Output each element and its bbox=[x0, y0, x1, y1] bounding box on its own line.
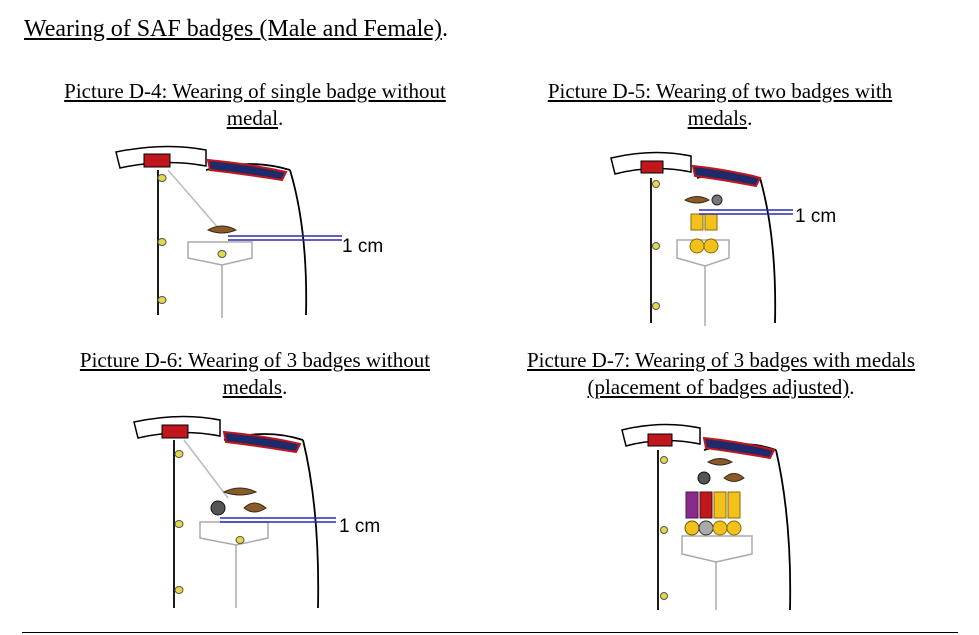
medal bbox=[712, 520, 728, 536]
bottom-divider bbox=[22, 632, 958, 633]
caption-d4-line1: Picture D-4: Wearing of single badge wit… bbox=[64, 79, 446, 103]
measurement-indicator: 1 cm bbox=[228, 235, 383, 257]
figure-d5: 1 cm bbox=[610, 151, 836, 326]
button bbox=[660, 526, 668, 534]
caption-d6: Picture D-6: Wearing of 3 badges without… bbox=[30, 347, 480, 401]
caption-d4-line2: medal bbox=[226, 106, 279, 130]
measure-label: 1 cm bbox=[339, 516, 380, 537]
collar-patch bbox=[143, 153, 171, 168]
collar-patch bbox=[640, 160, 664, 174]
epaulette bbox=[206, 158, 288, 182]
medal-ribbon bbox=[704, 213, 718, 231]
button bbox=[660, 592, 668, 600]
button bbox=[157, 174, 167, 182]
collar-patch bbox=[161, 424, 189, 439]
caption-d5-line2: medals bbox=[687, 106, 748, 130]
caption-d5: Picture D-5: Wearing of two badges with … bbox=[500, 78, 940, 132]
button bbox=[157, 296, 167, 304]
button bbox=[174, 450, 184, 458]
button bbox=[157, 238, 167, 246]
medal bbox=[698, 520, 714, 536]
figure-d4: 1 cm bbox=[115, 145, 383, 318]
button bbox=[652, 242, 660, 250]
caption-d5-line1: Picture D-5: Wearing of two badges with bbox=[547, 79, 893, 103]
medal-ribbon bbox=[713, 491, 727, 519]
button bbox=[235, 536, 245, 544]
jacket-outline bbox=[173, 433, 320, 609]
badge-wings bbox=[683, 196, 711, 204]
badge-wings bbox=[222, 487, 258, 496]
medal bbox=[684, 520, 700, 536]
caption-d7-line1: Picture D-7: Wearing of 3 badges with me… bbox=[526, 348, 916, 372]
figure-d6: 1 cm bbox=[133, 415, 380, 609]
button bbox=[174, 520, 184, 528]
pocket-outline bbox=[681, 535, 753, 563]
medal-ribbon bbox=[699, 491, 713, 519]
pocket-outline bbox=[199, 521, 269, 546]
badge-leaf bbox=[243, 502, 267, 513]
badge-leaf bbox=[723, 473, 745, 482]
uniform-illustration bbox=[115, 145, 308, 318]
button bbox=[652, 180, 660, 188]
badge-round bbox=[711, 194, 723, 206]
measurement-indicator: 1 cm bbox=[220, 516, 380, 537]
caption-d6-line2: medals bbox=[222, 375, 283, 399]
button bbox=[174, 586, 184, 594]
uniform-illustration bbox=[133, 415, 320, 609]
measure-label: 1 cm bbox=[795, 206, 836, 227]
medal bbox=[726, 520, 742, 536]
badge-wings bbox=[206, 225, 238, 234]
button bbox=[217, 250, 227, 258]
epaulette bbox=[691, 164, 762, 188]
document-title: Wearing of SAF badges (Male and Female). bbox=[24, 16, 448, 42]
caption-d4: Picture D-4: Wearing of single badge wit… bbox=[20, 78, 490, 132]
epaulette bbox=[702, 436, 776, 460]
uniform-illustration bbox=[610, 151, 777, 326]
figure-d7 bbox=[621, 423, 792, 611]
medal bbox=[703, 238, 719, 254]
medal-ribbon bbox=[685, 491, 699, 519]
button bbox=[652, 302, 660, 310]
medal bbox=[689, 238, 705, 254]
medal-ribbon bbox=[690, 213, 704, 231]
badge-wings bbox=[706, 458, 734, 466]
measurement-indicator: 1 cm bbox=[699, 206, 836, 227]
medal-ribbon bbox=[727, 491, 741, 519]
button bbox=[660, 456, 668, 464]
badge-round bbox=[210, 500, 226, 516]
caption-d7-line2: (placement of badges adjusted) bbox=[587, 375, 850, 399]
caption-d7: Picture D-7: Wearing of 3 badges with me… bbox=[488, 347, 954, 401]
measure-label: 1 cm bbox=[342, 236, 383, 257]
caption-d6-line1: Picture D-6: Wearing of 3 badges without bbox=[79, 348, 431, 372]
uniform-illustration bbox=[621, 423, 792, 611]
badge-round bbox=[697, 471, 711, 485]
epaulette bbox=[222, 430, 302, 454]
collar-patch bbox=[647, 433, 673, 447]
